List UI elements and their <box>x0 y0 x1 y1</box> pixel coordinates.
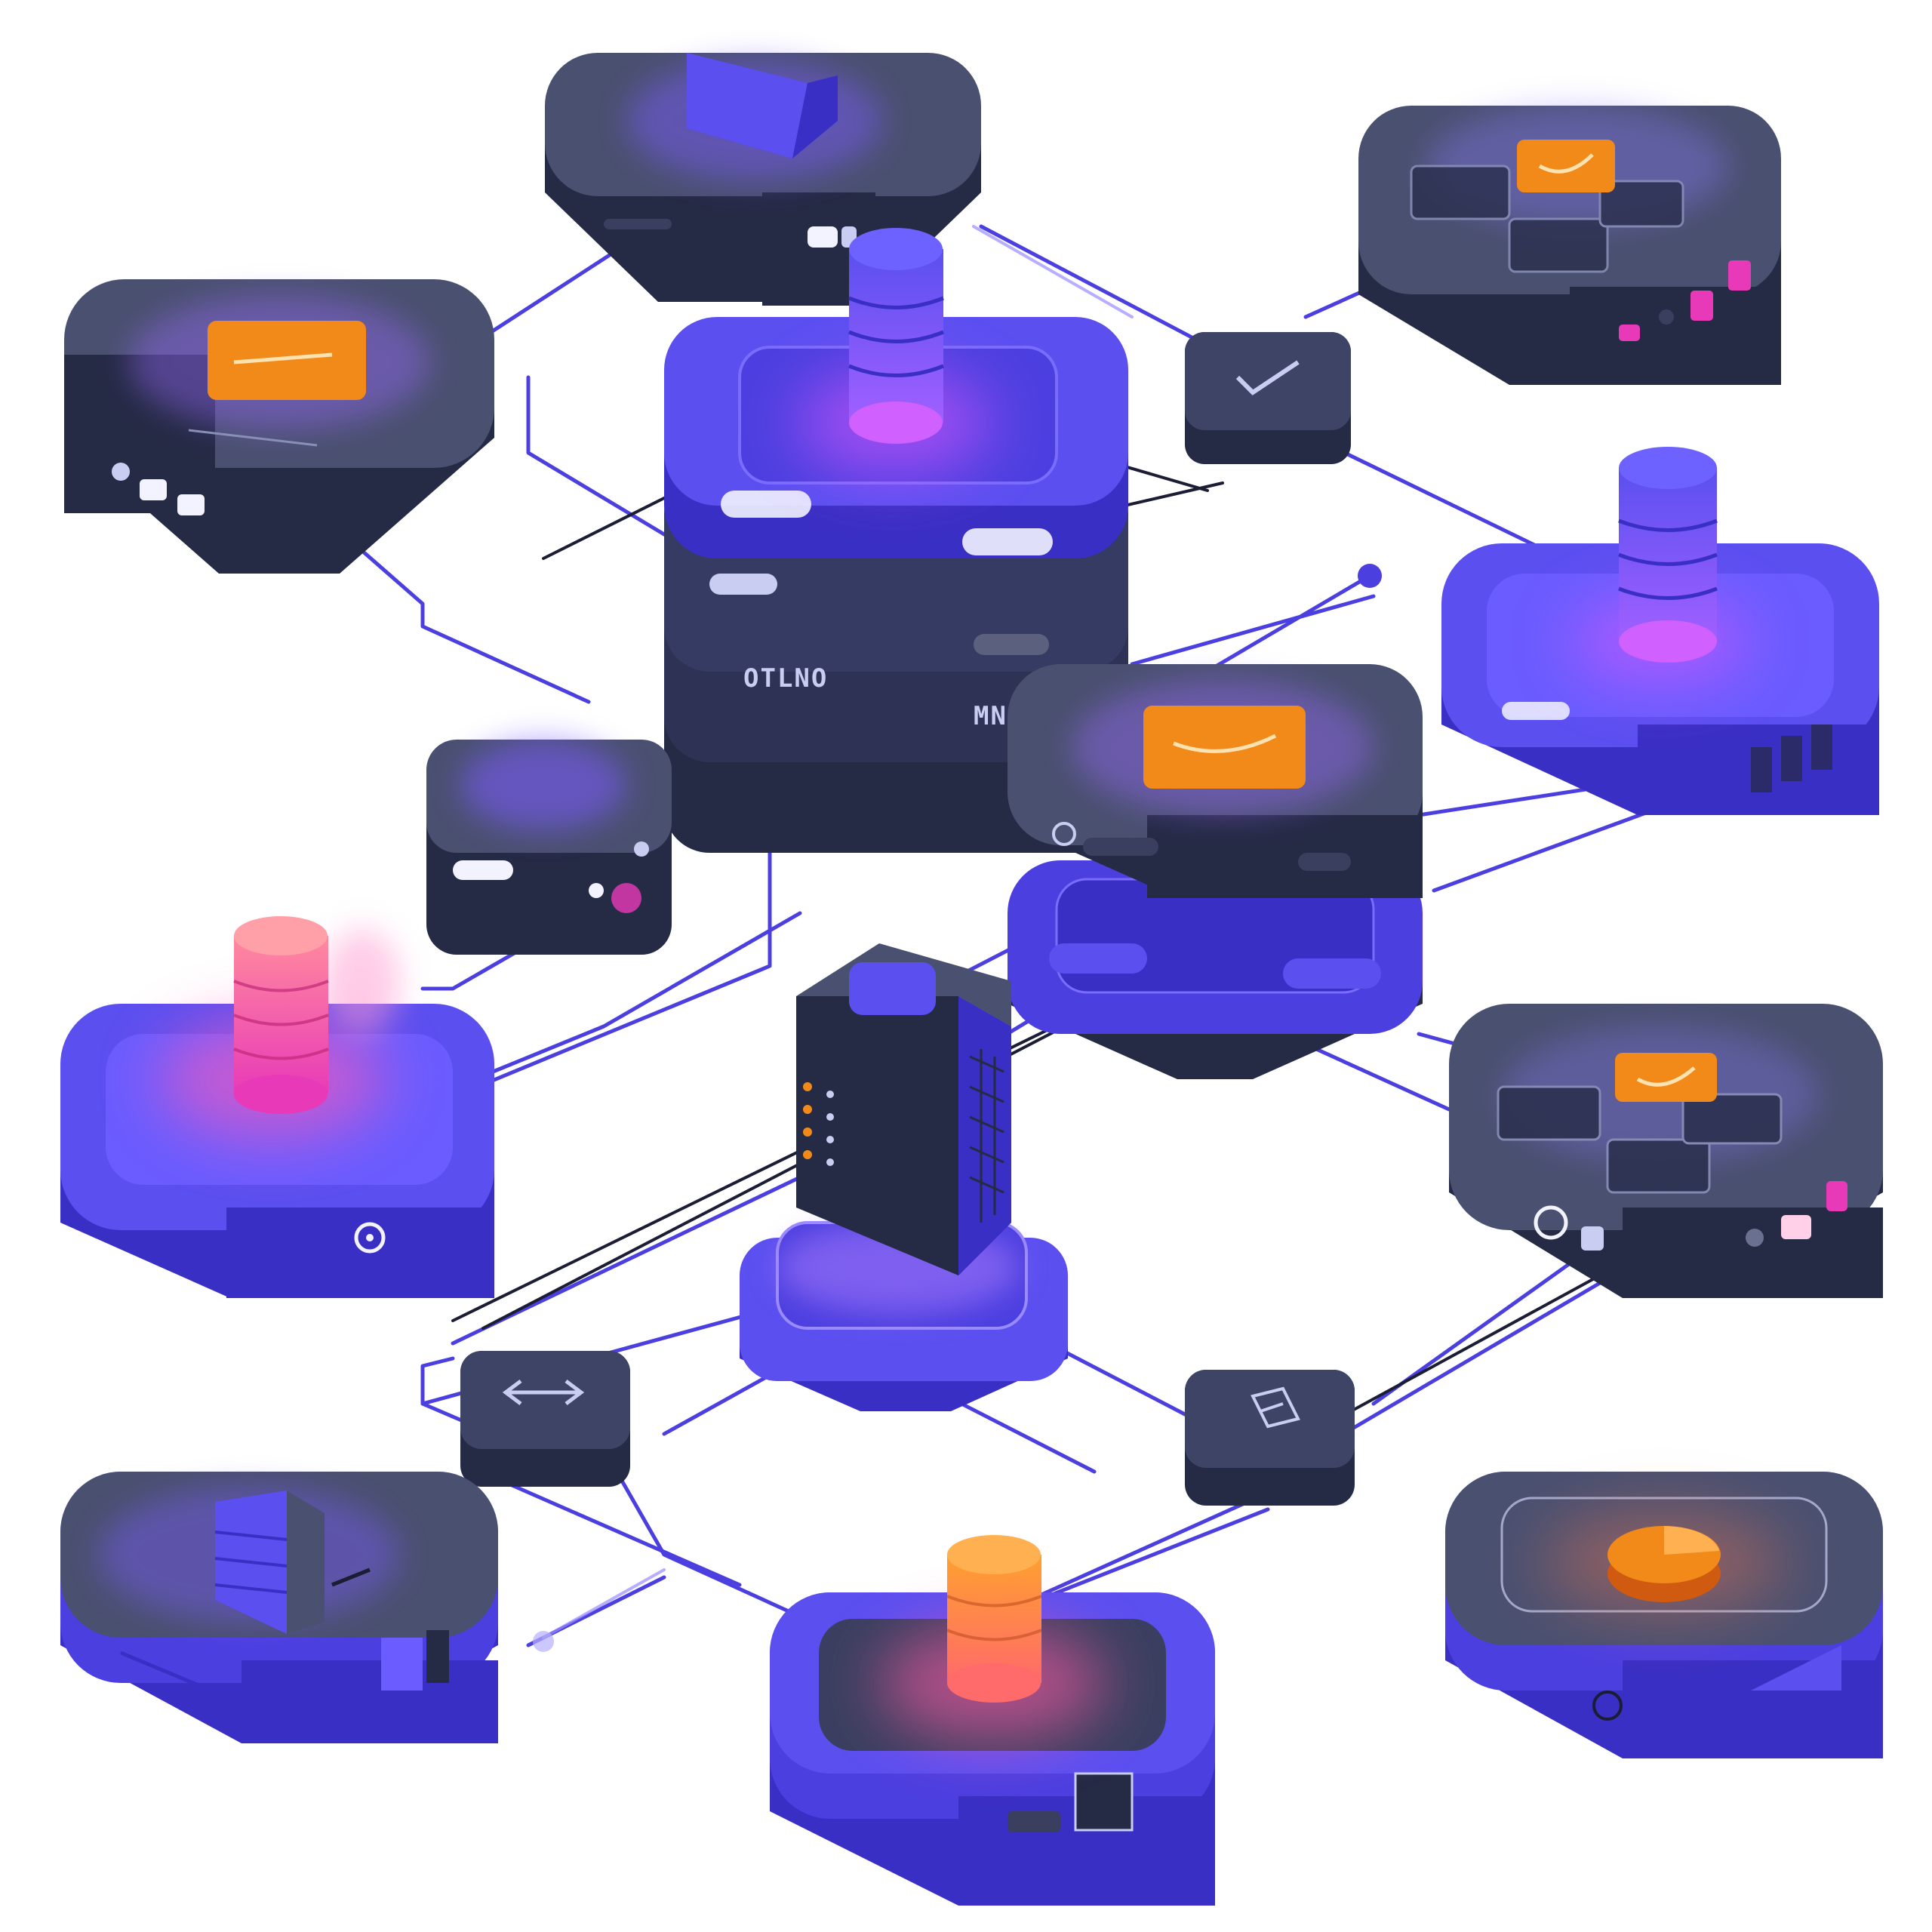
left-database-platform <box>60 916 494 1298</box>
bottom-left-storage <box>60 1472 498 1743</box>
small-switch-top <box>1185 332 1351 464</box>
top-right-panel <box>1358 106 1781 385</box>
bottom-database-platform <box>770 1535 1215 1906</box>
server-label-left: OTLNO <box>743 663 828 694</box>
right-dashboard-panel <box>1449 1004 1883 1298</box>
chip-icon <box>208 321 366 400</box>
center-chip-platform <box>1008 664 1423 1079</box>
chip-icon <box>1517 140 1615 192</box>
database-icon <box>1618 447 1718 663</box>
bottom-right-pie-platform <box>1445 1472 1883 1758</box>
server-icon <box>214 1491 371 1634</box>
database-icon <box>233 916 329 1114</box>
database-icon <box>946 1535 1042 1703</box>
cube-icon <box>687 53 838 158</box>
pie-icon <box>1607 1526 1721 1602</box>
database-icon <box>848 228 944 444</box>
chip-icon <box>1615 1053 1717 1102</box>
chip-icon <box>1143 706 1306 789</box>
central-server-stack: OTLNO MNI <box>664 228 1128 853</box>
small-switch-right <box>1185 1370 1355 1506</box>
folder-icon <box>1251 1386 1300 1429</box>
tower-server <box>740 943 1068 1411</box>
window-stack-icon <box>1497 1085 1783 1194</box>
left-chip-panel <box>64 279 494 574</box>
small-switch-left <box>460 1351 630 1487</box>
check-icon <box>1235 360 1300 395</box>
right-database-platform <box>1441 447 1879 815</box>
server-icon <box>796 943 1011 1275</box>
arrows-icon <box>502 1380 585 1405</box>
window-stack-icon <box>1410 165 1684 273</box>
small-cube-left <box>426 740 672 955</box>
